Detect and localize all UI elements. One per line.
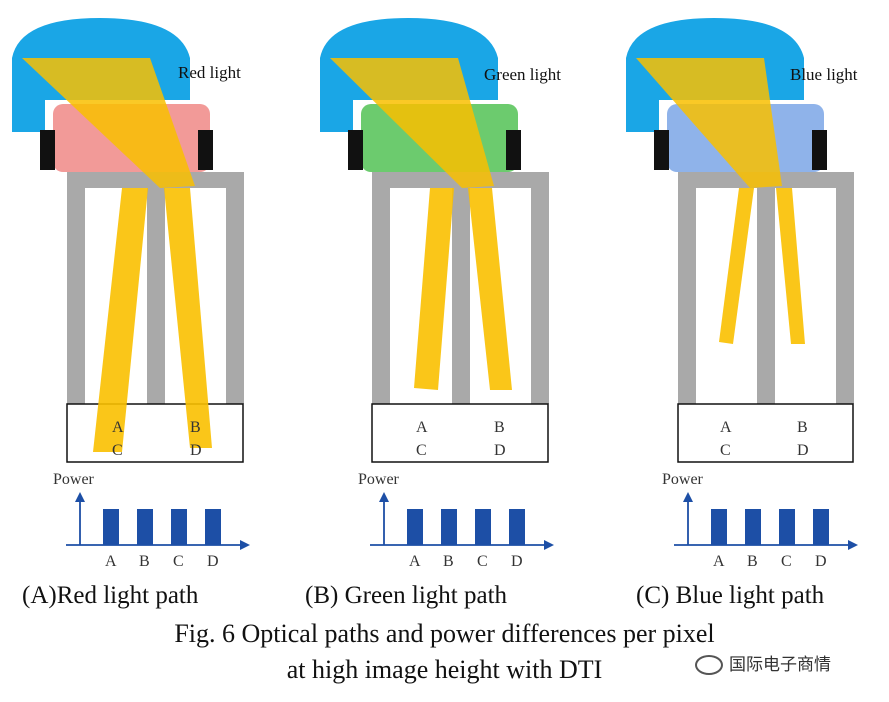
filter-edge-left bbox=[654, 130, 669, 170]
power-bar-a bbox=[711, 509, 727, 545]
pixel-letter-a: A bbox=[416, 419, 428, 436]
dti-wall-left bbox=[372, 172, 390, 404]
light-beam-right bbox=[164, 188, 212, 448]
light-label: Blue light bbox=[790, 65, 858, 84]
photodiode-box bbox=[66, 403, 244, 463]
dti-wall-left bbox=[67, 172, 85, 404]
dti-wall-center bbox=[452, 188, 470, 404]
panel-caption-red: (A)Red light path bbox=[22, 582, 199, 609]
power-bar-c bbox=[779, 509, 795, 545]
dti-wall-right bbox=[226, 172, 244, 404]
bar-label-c: C bbox=[477, 553, 488, 570]
y-axis-arrow bbox=[75, 492, 85, 502]
pixel-letter-d: D bbox=[190, 442, 202, 459]
power-bar-d bbox=[509, 509, 525, 545]
x-axis-arrow bbox=[544, 540, 554, 550]
pixel-letter-a: A bbox=[720, 419, 732, 436]
power-label: Power bbox=[358, 471, 400, 488]
photodiode-box bbox=[371, 403, 549, 463]
light-beam-upper bbox=[636, 58, 782, 188]
power-label: Power bbox=[662, 471, 704, 488]
wechat-icon bbox=[695, 655, 723, 675]
pixel-letter-c: C bbox=[112, 442, 123, 459]
bar-label-d: D bbox=[511, 553, 523, 570]
light-label: Red light bbox=[178, 63, 241, 82]
filter-edge-left bbox=[40, 130, 55, 170]
power-label: Power bbox=[53, 471, 95, 488]
panel-red: Red light A B C D Power A B C D bbox=[12, 18, 250, 570]
pixel-letter-c: C bbox=[416, 442, 427, 459]
bar-label-d: D bbox=[207, 553, 219, 570]
dti-wall-right bbox=[836, 172, 854, 404]
pixel-letter-d: D bbox=[797, 442, 809, 459]
light-beam-left bbox=[414, 188, 454, 390]
bar-label-b: B bbox=[747, 553, 758, 570]
filter-edge-right bbox=[198, 130, 213, 170]
bar-label-d: D bbox=[815, 553, 827, 570]
y-axis-arrow bbox=[379, 492, 389, 502]
dti-wall-center bbox=[757, 188, 775, 404]
light-beam-right bbox=[776, 188, 805, 344]
light-beam-right bbox=[468, 188, 512, 390]
panel-caption-blue: (C) Blue light path bbox=[636, 582, 825, 609]
bar-label-a: A bbox=[105, 553, 117, 570]
light-beam-upper bbox=[22, 58, 195, 188]
power-bar-b bbox=[441, 509, 457, 545]
power-bar-a bbox=[103, 509, 119, 545]
panel-green: Green light A B C D Power A B C D bbox=[320, 18, 561, 570]
pixel-letter-d: D bbox=[494, 442, 506, 459]
power-bar-a bbox=[407, 509, 423, 545]
bar-label-b: B bbox=[443, 553, 454, 570]
watermark-text: 国际电子商情 bbox=[729, 655, 831, 675]
pixel-letter-b: B bbox=[797, 419, 808, 436]
bar-label-a: A bbox=[713, 553, 725, 570]
dti-wall-left bbox=[678, 172, 696, 404]
bar-label-b: B bbox=[139, 553, 150, 570]
panel-blue: Blue light A B C D Power A B C D bbox=[626, 18, 858, 570]
y-axis-arrow bbox=[683, 492, 693, 502]
light-beam-left bbox=[93, 188, 148, 452]
power-bar-c bbox=[475, 509, 491, 545]
pixel-letter-c: C bbox=[720, 442, 731, 459]
power-bar-d bbox=[813, 509, 829, 545]
power-bar-b bbox=[137, 509, 153, 545]
photodiode-box bbox=[677, 403, 854, 463]
power-bar-c bbox=[171, 509, 187, 545]
bar-label-c: C bbox=[781, 553, 792, 570]
power-bar-b bbox=[745, 509, 761, 545]
filter-edge-left bbox=[348, 130, 363, 170]
pixel-letter-b: B bbox=[494, 419, 505, 436]
light-beam-left bbox=[719, 188, 754, 344]
light-label: Green light bbox=[484, 65, 561, 84]
panel-caption-green: (B) Green light path bbox=[305, 582, 508, 609]
watermark: 国际电子商情 bbox=[695, 650, 831, 675]
dti-wall-right bbox=[531, 172, 549, 404]
figure-caption-line1: Fig. 6 Optical paths and power differenc… bbox=[174, 619, 715, 648]
x-axis-arrow bbox=[848, 540, 858, 550]
x-axis-arrow bbox=[240, 540, 250, 550]
figure-caption-line2: at high image height with DTI bbox=[286, 655, 603, 684]
bar-label-c: C bbox=[173, 553, 184, 570]
power-bar-d bbox=[205, 509, 221, 545]
dti-wall-center bbox=[147, 188, 165, 404]
pixel-letter-b: B bbox=[190, 419, 201, 436]
light-beam-upper bbox=[330, 58, 494, 188]
filter-edge-right bbox=[506, 130, 521, 170]
pixel-letter-a: A bbox=[112, 419, 124, 436]
bar-label-a: A bbox=[409, 553, 421, 570]
filter-edge-right bbox=[812, 130, 827, 170]
